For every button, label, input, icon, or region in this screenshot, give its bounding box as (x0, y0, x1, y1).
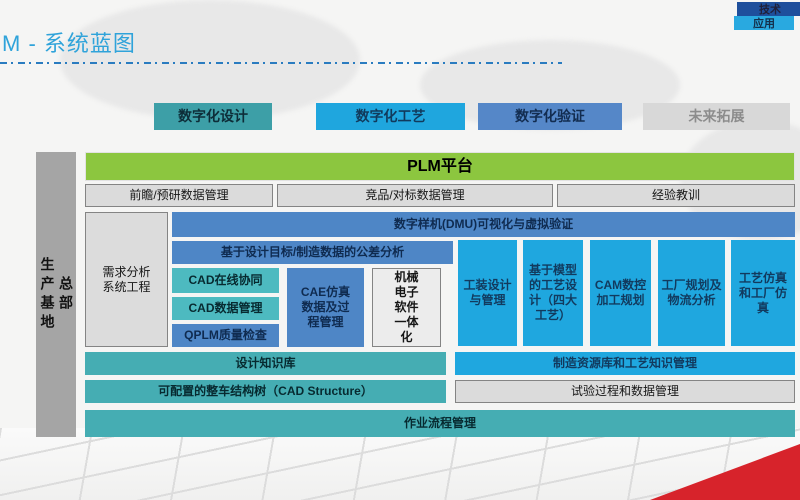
track-digital-design: 数字化设计 (154, 103, 272, 130)
title-divider-line (0, 62, 562, 64)
workflow-mgmt-bar: 作业流程管理 (85, 410, 795, 437)
col-factory-planning-logistics: 工厂规划及物流分析 (658, 240, 725, 346)
track-future-expansion: 未来拓展 (643, 103, 790, 130)
floor-grid-bg (0, 428, 800, 500)
track-digital-process: 数字化工艺 (316, 103, 465, 130)
tolerance-analysis-bar: 基于设计目标/制造数据的公差分析 (172, 241, 453, 264)
cad-online-collab-box: CAD在线协同 (172, 268, 279, 293)
box-lessons-learned: 经验教训 (557, 184, 795, 207)
side-band-gap (56, 257, 57, 271)
track-digital-validation: 数字化验证 (478, 103, 622, 130)
requirements-line1: 需求分析 (102, 264, 151, 279)
requirements-systems-engineering-box: 需求分析 系统工程 (85, 212, 168, 347)
side-band-hq-production-base: 总部 生产基地 (36, 152, 76, 437)
slide-title: M - 系统蓝图 (2, 31, 136, 56)
configurable-structure-tree-bar: 可配置的整车结构树（CAD Structure） (85, 380, 446, 403)
cad-data-mgmt-box: CAD数据管理 (172, 297, 279, 320)
mfg-resource-knowledge-bar: 制造资源库和工艺知识管理 (455, 352, 795, 375)
col-cam-nc-planning: CAM数控加工规划 (590, 240, 651, 346)
col-tooling-design-mgmt: 工装设计与管理 (458, 240, 517, 346)
corner-tab-tech: 技术 (737, 2, 800, 16)
dmu-visualization-bar: 数字样机(DMU)可视化与虚拟验证 (172, 212, 795, 237)
side-band-line2: 生产基地 (39, 256, 56, 333)
col-model-based-process-design: 基于模型的工艺设计（四大工艺） (523, 240, 583, 346)
side-band-line1: 总部 (58, 275, 74, 314)
cae-simulation-box: CAE仿真数据及过程管理 (287, 268, 364, 347)
test-process-data-mgmt-bar: 试验过程和数据管理 (455, 380, 795, 403)
corner-tab-app: 应用 (734, 16, 794, 30)
side-band-label: 总部 生产基地 (38, 256, 75, 333)
col-process-factory-simulation: 工艺仿真和工厂仿真 (731, 240, 795, 346)
design-knowledge-base-bar: 设计知识库 (85, 352, 446, 375)
box-foresight-data-mgmt: 前瞻/预研数据管理 (85, 184, 273, 207)
box-benchmark-data-mgmt: 竞品/对标数据管理 (277, 184, 553, 207)
requirements-line2: 系统工程 (102, 279, 151, 294)
plm-platform-bar: PLM平台 (85, 152, 795, 181)
world-map-bg (60, 0, 360, 120)
qplm-quality-check-box: QPLM质量检查 (172, 324, 279, 347)
mechatronics-integration-box: 机械电子软件一体化 (372, 268, 441, 347)
